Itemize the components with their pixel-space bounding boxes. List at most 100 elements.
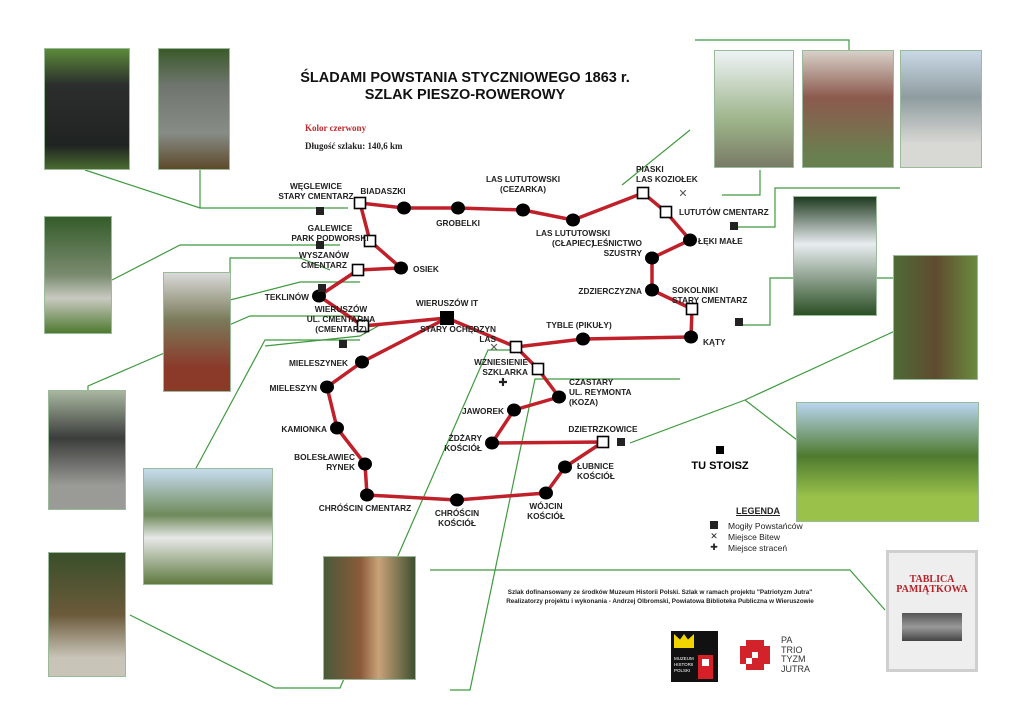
stop-label: CHRÓŚCIN CMENTARZ: [319, 502, 412, 513]
stop-square-icon: [353, 196, 367, 210]
grave-icon: [316, 241, 324, 249]
stop-label: OSIEK: [413, 264, 439, 274]
stop-dot-icon: [507, 403, 521, 417]
stop-wieruszow-it[interactable]: WIERUSZÓW IT: [416, 297, 478, 325]
photo-leader-line: [744, 399, 798, 441]
stop-label: KOŚCIÓŁ: [438, 517, 476, 528]
stop-dot-icon: [576, 332, 590, 346]
stop-dot-icon: [394, 261, 408, 275]
stop-jaworek[interactable]: JAWOREK: [462, 403, 521, 417]
stop-label: SZKLARKA: [482, 367, 528, 377]
stop-clapiec[interactable]: LAS LUTUTOWSKI(CŁAPIEC): [536, 213, 610, 249]
you-are-here-icon: [716, 446, 724, 454]
photo-battle-cross: [714, 50, 794, 168]
stop-label: KOŚCIÓŁ: [577, 470, 615, 481]
stop-kamionka[interactable]: KAMIONKA: [281, 421, 344, 435]
photo-leader-line: [111, 244, 340, 281]
stop-label: WYSZANÓW: [299, 249, 349, 260]
legend: LEGENDA Mogiły Powstańców ✕Miejsce Bitew…: [708, 506, 803, 553]
stop-label: LAS KOZIOŁEK: [636, 174, 698, 184]
stop-label: MIELESZYN: [270, 383, 317, 393]
stop-mieleszyn[interactable]: MIELESZYN: [270, 380, 334, 394]
stop-square-icon: [356, 319, 370, 333]
grave-icon: [708, 520, 720, 531]
photo-cross-in-forest: [793, 196, 877, 316]
stop-cezarka[interactable]: LAS LUTUTOWSKI(CEZARKA): [486, 174, 560, 217]
stop-square-icon: [531, 362, 545, 376]
stop-teklinow[interactable]: TEKLINÓW: [265, 289, 326, 303]
stop-grobelki[interactable]: GROBELKI: [436, 201, 480, 229]
stop-dot-icon: [397, 201, 411, 215]
crossed-swords-icon: ✕: [489, 342, 498, 354]
photo-manor-park: [796, 402, 979, 522]
plaque-photo: [902, 613, 962, 641]
photo-cemetery-gravestones: [48, 390, 126, 510]
stop-dot-icon: [558, 460, 572, 474]
stop-dot-icon: [552, 390, 566, 404]
grave-icon: [339, 340, 347, 348]
photo-leader-line: [129, 349, 520, 689]
stop-square-icon: [659, 205, 673, 219]
stop-square-icon: [685, 302, 699, 316]
photo-leader-line: [84, 169, 300, 209]
stop-chroscin-c[interactable]: CHRÓŚCIN CMENTARZ: [319, 488, 412, 514]
stop-dot-icon: [566, 213, 580, 227]
stop-dot-icon: [516, 203, 530, 217]
stop-label: JAWOREK: [462, 406, 504, 416]
stop-lututow[interactable]: LUTUTÓW CMENTARZ: [659, 205, 769, 230]
stop-tyble[interactable]: TYBLE (PIKUŁY): [546, 320, 612, 346]
stop-dot-icon: [330, 421, 344, 435]
trail-color: Kolor czerwony: [305, 123, 367, 133]
photo-cemetery-monument: [900, 50, 982, 168]
photo-tree-plaque: [893, 255, 978, 380]
stop-dzietrzkowice[interactable]: DZIETRZKOWICE: [568, 424, 638, 449]
stop-biadaszki[interactable]: BIADASZKI: [360, 186, 411, 215]
stop-label: PIASKI: [636, 164, 664, 174]
route-segment-1: [325, 191, 694, 502]
stop-label: (CMENTARZ): [315, 324, 367, 334]
photo-memorial-stone: [802, 50, 894, 168]
stop-osiek[interactable]: OSIEK: [394, 261, 439, 275]
stop-label: BIADASZKI: [360, 186, 405, 196]
trail-length: Długość szlaku: 140,6 km: [305, 141, 403, 151]
photo-gravestone: [44, 48, 130, 170]
stop-label: CMENTARZ: [301, 260, 347, 270]
stop-label: SOKOLNIKI: [672, 285, 718, 295]
cross-icon: ✚: [710, 542, 718, 552]
photo-leader-line: [621, 129, 691, 186]
stop-mieleszynek[interactable]: MIELESZYNEK: [289, 355, 369, 369]
legend-item-executions: ✚Miejsce straceń: [708, 542, 803, 553]
credits-line-2: Realizatorzy projektu i wykonania - Andr…: [506, 598, 814, 605]
stop-label: KOŚCIÓŁ: [527, 510, 565, 521]
stop-square-icon: [363, 234, 377, 248]
stop-dot-icon: [683, 233, 697, 247]
stop-leki[interactable]: ŁĘKI MAŁE: [683, 233, 743, 247]
photo-forest-cross: [48, 552, 126, 677]
legend-label: Miejsce Bitew: [728, 531, 780, 542]
stop-katy[interactable]: KĄTY: [684, 330, 726, 348]
stop-label: KAMIONKA: [281, 424, 327, 434]
stop-label: MIELESZYNEK: [289, 358, 348, 368]
stop-zdzierczyzna[interactable]: ZDZIERCZYZNA: [578, 283, 659, 297]
stop-label: WIERUSZÓW: [315, 303, 368, 314]
title-line-2: SZLAK PIESZO-ROWEROWY: [364, 87, 566, 103]
stop-label: DZIETRZKOWICE: [568, 424, 638, 434]
grave-icon: [318, 284, 326, 292]
